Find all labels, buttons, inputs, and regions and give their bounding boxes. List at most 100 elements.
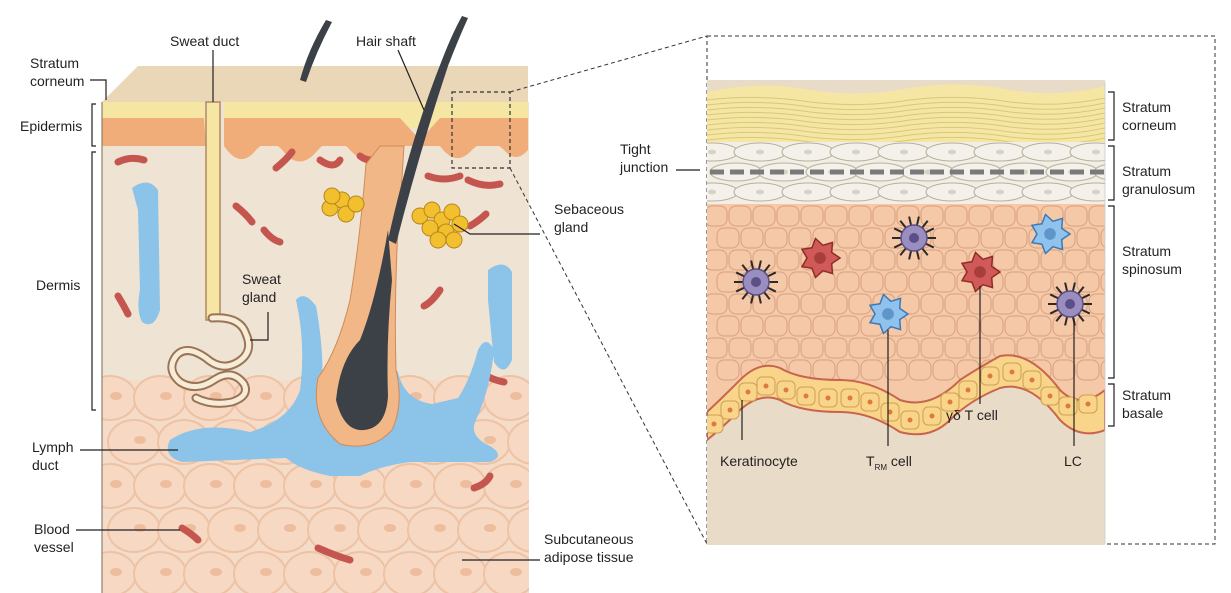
keratinocyte: [1017, 338, 1039, 358]
basal-nucleus: [966, 388, 971, 393]
keratinocyte: [861, 360, 883, 380]
basal-nucleus: [826, 396, 831, 401]
adipocyte-nucleus: [360, 480, 372, 488]
label-tight-junction: Tightjunction: [619, 141, 668, 175]
adipocyte: [458, 508, 510, 552]
trm-cell-nucleus: [882, 308, 894, 320]
keratinocyte: [921, 206, 943, 226]
keratinocyte: [789, 272, 811, 292]
keratinocyte: [1065, 338, 1087, 358]
keratinocyte: [717, 228, 739, 248]
keratinocyte: [1005, 316, 1027, 336]
adipocyte-nucleus: [134, 524, 146, 532]
granular-nucleus: [852, 150, 860, 155]
keratinocyte: [705, 338, 727, 358]
label-blood-vessel: Bloodvessel: [34, 521, 74, 555]
label-dermis: Dermis: [36, 277, 80, 293]
adipocyte: [384, 464, 436, 508]
keratinocyte: [1077, 228, 1099, 248]
keratinocyte: [1029, 316, 1051, 336]
langerhans-cell-nucleus: [909, 233, 919, 243]
keratinocyte: [873, 206, 895, 226]
skin-top-surface: [102, 66, 528, 102]
keratinocyte: [1077, 272, 1099, 292]
adipocyte: [484, 552, 536, 593]
langerhans-cell-nucleus: [751, 277, 761, 287]
gd-t-cell-nucleus: [974, 266, 986, 278]
keratinocyte: [849, 206, 871, 226]
adipocyte-nucleus: [360, 568, 372, 576]
keratinocyte: [849, 294, 871, 314]
keratinocyte: [1005, 228, 1027, 248]
label-hair-shaft: Hair shaft: [356, 33, 416, 49]
keratinocyte: [933, 228, 955, 248]
granular-nucleus: [804, 150, 812, 155]
label-stratum-basale: Stratumbasale: [1122, 387, 1171, 421]
label-sweat-duct: Sweat duct: [170, 33, 239, 49]
keratinocyte: [1041, 250, 1063, 270]
label-subcutaneous: Subcutaneousadipose tissue: [544, 531, 634, 565]
keratinocyte: [729, 250, 751, 270]
basal-nucleus: [868, 400, 873, 405]
keratinocyte: [1017, 206, 1039, 226]
keratinocyte: [753, 294, 775, 314]
adipocyte-nucleus: [510, 480, 522, 488]
adipocyte: [508, 420, 560, 464]
keratinocyte: [1101, 272, 1123, 292]
granular-nucleus: [948, 150, 956, 155]
keratinocyte: [1065, 206, 1087, 226]
keratinocyte: [705, 250, 727, 270]
keratinocyte: [897, 206, 919, 226]
keratinocyte: [981, 316, 1003, 336]
label-lc: LC: [1064, 453, 1082, 469]
keratinocyte: [753, 250, 775, 270]
keratinocyte: [921, 294, 943, 314]
keratinocyte: [837, 316, 859, 336]
keratinocyte: [1077, 360, 1099, 380]
granular-nucleus: [996, 190, 1004, 195]
basal-nucleus: [988, 374, 993, 379]
sebocyte: [446, 232, 462, 248]
granular-nucleus: [852, 190, 860, 195]
blood-vessel: [118, 158, 144, 162]
keratinocyte: [837, 228, 859, 248]
keratinocyte: [753, 338, 775, 358]
adipocyte-nucleus: [334, 524, 346, 532]
sebocyte: [324, 188, 340, 204]
granular-nucleus: [708, 150, 716, 155]
adipocyte: [358, 508, 410, 552]
granular-nucleus: [1092, 190, 1100, 195]
keratinocyte: [885, 272, 907, 292]
adipocyte: [134, 552, 186, 593]
zoom-connectors: [510, 36, 707, 544]
keratinocyte: [837, 360, 859, 380]
keratinocyte: [921, 250, 943, 270]
keratinocyte: [1077, 316, 1099, 336]
adipocyte-nucleus: [110, 392, 122, 400]
keratinocyte: [729, 338, 751, 358]
keratinocyte: [825, 338, 847, 358]
adipocyte-nucleus: [160, 568, 172, 576]
basal-nucleus: [1010, 370, 1015, 375]
label-keratinocyte: Keratinocyte: [720, 453, 798, 469]
keratinocyte: [813, 360, 835, 380]
adipocyte-nucleus: [160, 392, 172, 400]
granular-nucleus: [996, 150, 1004, 155]
granular-nucleus: [900, 190, 908, 195]
adipocyte-nucleus: [484, 436, 496, 444]
adipocyte: [208, 508, 260, 552]
keratinocyte: [1101, 360, 1123, 380]
keratinocyte: [993, 294, 1015, 314]
keratinocyte: [801, 294, 823, 314]
adipocyte-nucleus: [260, 568, 272, 576]
adipocyte-nucleus: [384, 524, 396, 532]
keratinocyte: [861, 228, 883, 248]
keratinocyte: [753, 206, 775, 226]
basal-nucleus: [930, 414, 935, 419]
adipocyte: [484, 464, 536, 508]
adipocyte: [234, 552, 286, 593]
adipocyte-nucleus: [210, 480, 222, 488]
